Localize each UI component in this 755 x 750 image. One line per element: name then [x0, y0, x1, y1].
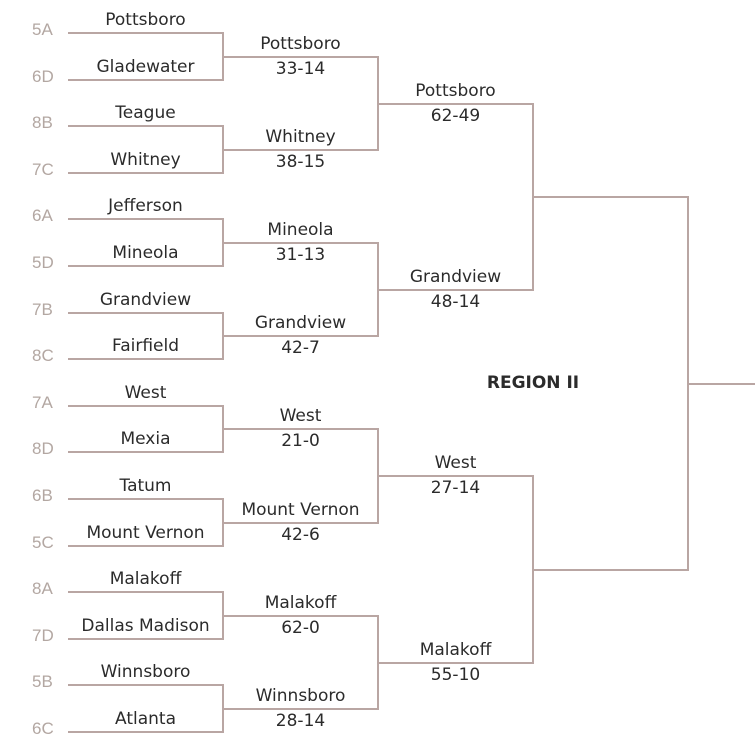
- round4-line: [533, 569, 689, 571]
- seed-label: 8C: [32, 346, 54, 365]
- seed-label: 8A: [32, 579, 53, 598]
- winner-name: Whitney: [265, 127, 336, 147]
- game-score: 38-15: [275, 152, 326, 172]
- team-name: Atlanta: [115, 709, 176, 729]
- seed-label: 6B: [32, 486, 53, 505]
- seed-label: 5A: [32, 20, 53, 39]
- round2-line: [223, 149, 379, 151]
- seed-label: 7C: [32, 160, 54, 179]
- game-score: 33-14: [275, 59, 326, 79]
- round1-line: [68, 545, 224, 547]
- game-score: 62-0: [281, 618, 320, 638]
- round3-line: [378, 475, 534, 477]
- team-name: West: [124, 383, 167, 403]
- team-name: Pottsboro: [105, 10, 186, 30]
- round2-line: [223, 56, 379, 58]
- winner-name: Mineola: [267, 220, 334, 240]
- round1-line: [68, 405, 224, 407]
- team-name: Mexia: [120, 429, 171, 449]
- round1-line: [68, 684, 224, 686]
- team-name: Whitney: [110, 150, 181, 170]
- region-label: REGION II: [486, 373, 580, 393]
- game-score: 27-14: [430, 478, 481, 498]
- seed-label: 5B: [32, 672, 53, 691]
- round1-line: [68, 125, 224, 127]
- round2-line: [223, 428, 379, 430]
- round2-line: [223, 615, 379, 617]
- team-name: Dallas Madison: [81, 616, 210, 636]
- round1-line: [68, 32, 224, 34]
- seed-label: 7B: [32, 300, 53, 319]
- team-name: Winnsboro: [100, 662, 191, 682]
- winner-name: Mount Vernon: [241, 500, 360, 520]
- seed-label: 6D: [32, 67, 54, 86]
- winner-name: Malakoff: [419, 640, 492, 660]
- team-name: Tatum: [119, 476, 172, 496]
- round2-line: [223, 242, 379, 244]
- team-name: Teague: [115, 103, 176, 123]
- seed-label: 6A: [32, 206, 53, 225]
- round2-line: [223, 335, 379, 337]
- round1-line: [68, 731, 224, 733]
- seed-label: 7D: [32, 626, 54, 645]
- game-score: 28-14: [275, 711, 326, 731]
- seed-label: 8B: [32, 113, 53, 132]
- game-score: 42-6: [281, 525, 320, 545]
- winner-name: Grandview: [409, 267, 502, 287]
- round4-line: [533, 196, 689, 198]
- round1-line: [68, 218, 224, 220]
- round1-line: [68, 79, 224, 81]
- winner-name: West: [434, 453, 477, 473]
- seed-label: 5C: [32, 533, 54, 552]
- round1-line: [68, 498, 224, 500]
- final-line: [688, 383, 755, 385]
- winner-name: Grandview: [254, 313, 347, 333]
- team-name: Malakoff: [109, 569, 182, 589]
- team-name: Grandview: [99, 290, 192, 310]
- winner-name: Malakoff: [264, 593, 337, 613]
- game-score: 48-14: [430, 292, 481, 312]
- round2-line: [223, 708, 379, 710]
- game-score: 42-7: [281, 338, 320, 358]
- round1-line: [68, 358, 224, 360]
- winner-name: Pottsboro: [260, 34, 341, 54]
- round1-line: [68, 265, 224, 267]
- team-name: Fairfield: [111, 336, 180, 356]
- team-name: Mount Vernon: [86, 523, 205, 543]
- game-score: 62-49: [430, 106, 481, 126]
- round1-line: [68, 591, 224, 593]
- round1-line: [68, 451, 224, 453]
- round1-line: [68, 172, 224, 174]
- seed-label: 5D: [32, 253, 54, 272]
- winner-name: West: [279, 406, 322, 426]
- round3-line: [378, 289, 534, 291]
- team-name: Gladewater: [96, 57, 195, 77]
- round3-line: [378, 103, 534, 105]
- team-name: Mineola: [112, 243, 179, 263]
- seed-label: 8D: [32, 439, 54, 458]
- winner-name: Pottsboro: [415, 81, 496, 101]
- game-score: 31-13: [275, 245, 326, 265]
- game-score: 55-10: [430, 665, 481, 685]
- round3-line: [378, 662, 534, 664]
- round1-line: [68, 312, 224, 314]
- round1-line: [68, 638, 224, 640]
- seed-label: 6C: [32, 719, 54, 738]
- game-score: 21-0: [281, 431, 320, 451]
- seed-label: 7A: [32, 393, 53, 412]
- team-name: Jefferson: [108, 196, 183, 216]
- round2-line: [223, 522, 379, 524]
- winner-name: Winnsboro: [255, 686, 346, 706]
